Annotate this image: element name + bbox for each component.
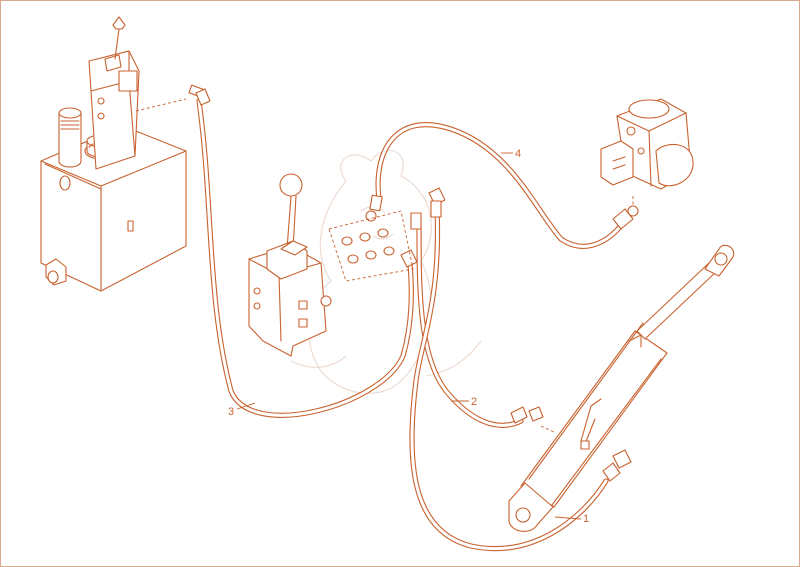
hose-2	[416, 218, 524, 428]
callout-4-number: 4	[515, 148, 521, 160]
control-valve	[248, 240, 332, 357]
cylinder-rod	[636, 262, 718, 340]
callout-4: 4	[501, 148, 521, 160]
pump-lever	[112, 16, 126, 60]
callout-2: 2	[451, 396, 477, 408]
filter-canister	[58, 107, 82, 168]
pump-column	[88, 50, 140, 170]
hose-4	[375, 122, 629, 249]
dash-line-cylinder	[540, 425, 557, 434]
control-valve-lever	[279, 173, 308, 256]
manifold-block	[328, 210, 414, 282]
callout-3: 3	[228, 402, 256, 418]
dash-line-reservoir	[135, 98, 187, 112]
callout-3-number: 3	[228, 406, 234, 418]
hose-fittings	[188, 84, 639, 482]
hydraulic-cylinder	[508, 244, 735, 532]
hose-1	[409, 206, 609, 552]
callout-2-number: 2	[471, 396, 477, 408]
callout-1-number: 1	[583, 513, 589, 525]
hydraulic-reservoir	[40, 125, 187, 292]
hose-3	[196, 98, 414, 418]
steering-unit	[600, 98, 694, 190]
callout-1: 1	[554, 513, 589, 525]
